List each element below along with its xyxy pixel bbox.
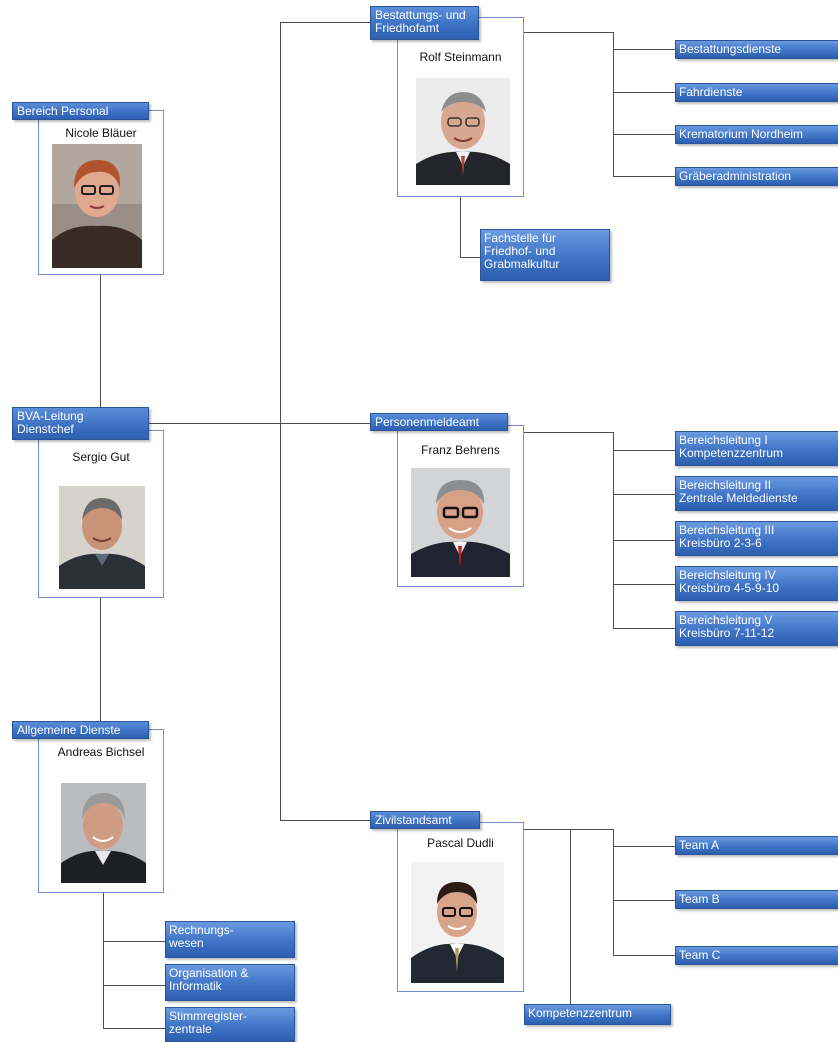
connector-line (460, 196, 461, 257)
connector-line (613, 846, 677, 847)
manager-title: Allgemeine Dienste (12, 721, 149, 739)
unit-box: Kompetenzzentrum (524, 1004, 671, 1025)
manager-name: Andreas Bichsel (57, 745, 145, 759)
manager-title: Zivilstandsamt (370, 811, 480, 829)
connector-line (460, 257, 481, 258)
unit-box: Bereichsleitung I Kompetenzzentrum (675, 431, 838, 466)
manager-title: Personenmeldeamt (370, 413, 508, 431)
person-photo (416, 78, 510, 185)
connector-line (570, 829, 571, 1005)
connector-line (613, 450, 677, 451)
connector-line (613, 540, 677, 541)
connector-line (524, 32, 613, 33)
connector-line (280, 22, 370, 23)
manager-name: Sergio Gut (72, 450, 130, 464)
connector-line (524, 829, 613, 830)
connector-line (280, 22, 281, 820)
connector-line (613, 134, 677, 135)
manager-name: Pascal Dudli (427, 836, 494, 850)
connector-line (613, 900, 677, 901)
unit-box: Krematorium Nordheim (675, 125, 838, 144)
connector-line (100, 597, 101, 721)
connector-line (103, 941, 166, 942)
person-photo (52, 144, 142, 268)
person-photo (61, 783, 146, 883)
connector-line (613, 92, 677, 93)
unit-box: Team A (675, 836, 838, 855)
unit-box: Fahrdienste (675, 83, 838, 102)
unit-box: Team C (675, 946, 838, 965)
unit-box: Bereichsleitung IV Kreisbüro 4-5-9-10 (675, 566, 838, 601)
manager-name: Rolf Steinmann (419, 50, 502, 64)
manager-title: Bereich Personal (12, 102, 149, 120)
manager-name: Nicole Bläuer (65, 126, 137, 140)
unit-box: Organisation & Informatik (165, 964, 295, 1001)
manager-name: Franz Behrens (421, 443, 500, 457)
connector-line (613, 955, 677, 956)
unit-box: Gräberadministration (675, 167, 838, 186)
manager-title: BVA-Leitung Dienstchef (12, 407, 149, 440)
unit-box: Stimmregister- zentrale (165, 1007, 295, 1042)
unit-box: Rechnungs- wesen (165, 921, 295, 958)
unit-box: Team B (675, 890, 838, 909)
unit-box: Bereichsleitung II Zentrale Meldedienste (675, 476, 838, 511)
connector-line (100, 274, 101, 408)
connector-line (613, 176, 677, 177)
person-photo (411, 468, 510, 577)
connector-line (613, 49, 677, 50)
unit-box: Bereichsleitung III Kreisbüro 2-3-6 (675, 521, 838, 556)
connector-line (522, 432, 613, 433)
person-photo (59, 486, 145, 589)
connector-line (148, 423, 370, 424)
connector-line (613, 32, 614, 176)
unit-box: Bestattungsdienste (675, 40, 838, 59)
connector-line (613, 584, 677, 585)
connector-line (103, 1028, 166, 1029)
connector-line (613, 829, 614, 955)
connector-line (613, 628, 677, 629)
unit-box: Fachstelle für Friedhof- und Grabmalkult… (480, 229, 610, 281)
unit-box: Bereichsleitung V Kreisbüro 7-11-12 (675, 611, 838, 646)
connector-line (280, 820, 370, 821)
connector-line (103, 985, 166, 986)
connector-line (613, 494, 677, 495)
connector-line (613, 432, 614, 628)
person-photo (411, 862, 504, 983)
connector-line (103, 892, 104, 1028)
manager-title: Bestattungs- und Friedhofamt (370, 6, 479, 40)
